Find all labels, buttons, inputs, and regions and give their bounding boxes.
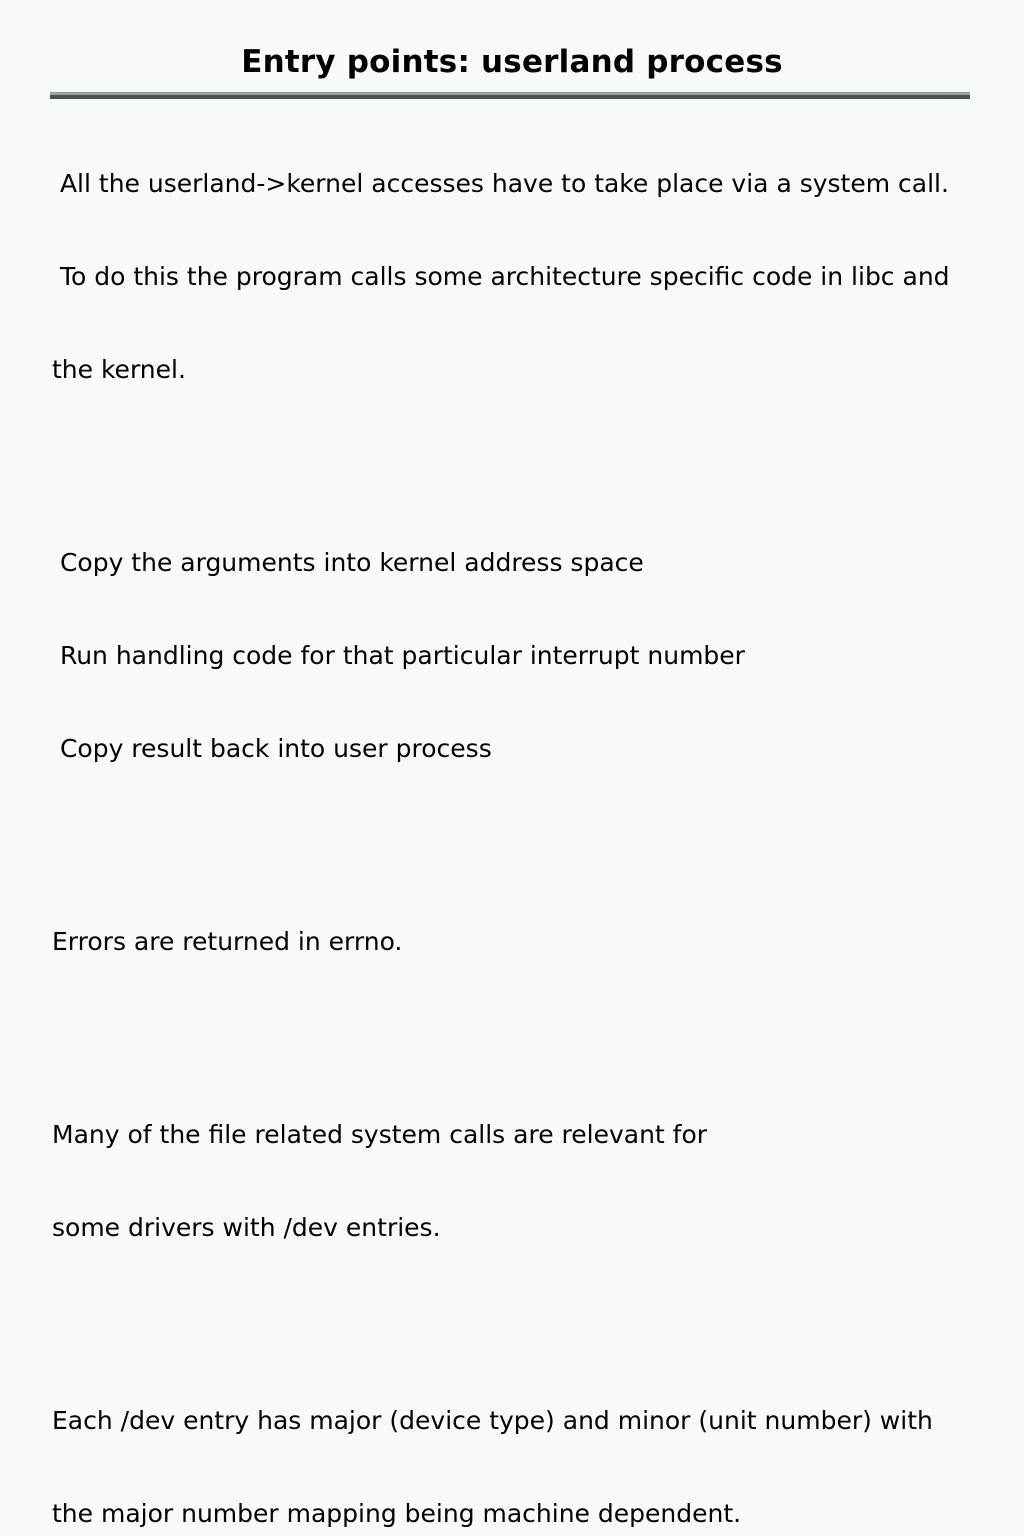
spacer bbox=[52, 1019, 992, 1057]
page-title: Entry points: userland process bbox=[241, 44, 783, 80]
paragraph-intro: All the userland->kernel accesses have t… bbox=[52, 106, 992, 447]
paragraph-file-syscalls: Many of the file related system calls ar… bbox=[52, 1057, 992, 1305]
text-line: All the userland->kernel accesses have t… bbox=[52, 169, 949, 198]
text-line: the kernel. bbox=[52, 355, 186, 384]
spacer bbox=[52, 447, 992, 485]
paragraph-dev-major-minor: Each /dev entry has major (device type) … bbox=[52, 1343, 992, 1536]
text-line: Run handling code for that particular in… bbox=[52, 641, 745, 670]
paragraph-errors: Errors are returned in errno. bbox=[52, 864, 992, 1019]
title-divider bbox=[50, 91, 970, 99]
text-line: Many of the file related system calls ar… bbox=[52, 1120, 708, 1149]
slide-body: All the userland->kernel accesses have t… bbox=[52, 106, 992, 1536]
slide: Entry points: userland process All the u… bbox=[50, 44, 970, 1528]
text-line: Each /dev entry has major (device type) … bbox=[52, 1406, 933, 1435]
spacer bbox=[52, 1305, 992, 1343]
divider-shadow bbox=[50, 95, 970, 99]
spacer bbox=[52, 826, 992, 864]
text-line: Errors are returned in errno. bbox=[52, 927, 403, 956]
text-line: Copy the arguments into kernel address s… bbox=[52, 548, 644, 577]
text-line: Copy result back into user process bbox=[52, 734, 492, 763]
divider-highlight bbox=[50, 91, 970, 92]
text-line: some drivers with /dev entries. bbox=[52, 1213, 441, 1242]
text-line: the major number mapping being machine d… bbox=[52, 1499, 742, 1528]
text-line: To do this the program calls some archit… bbox=[52, 262, 950, 291]
paragraph-syscall-steps: Copy the arguments into kernel address s… bbox=[52, 485, 992, 826]
divider-mid bbox=[50, 92, 970, 95]
